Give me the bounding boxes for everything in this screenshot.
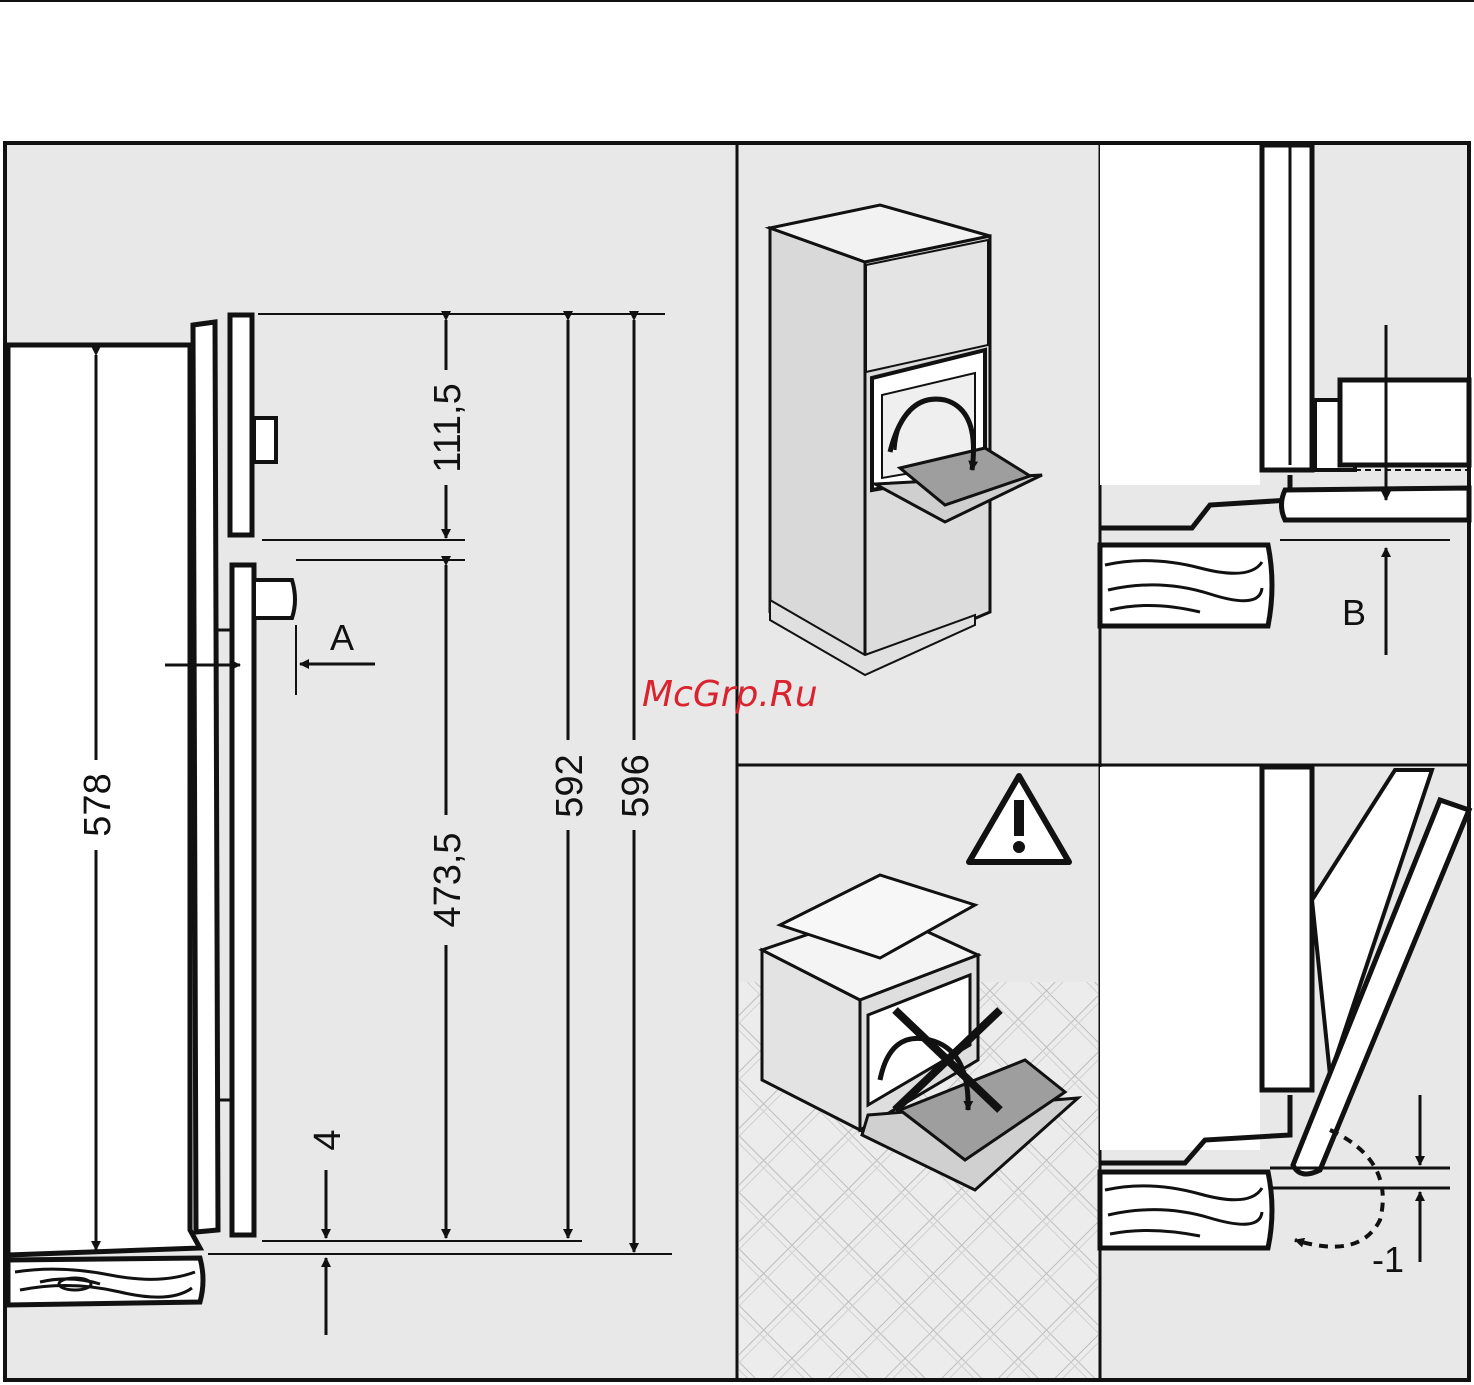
- door-handle: [254, 580, 295, 618]
- dim-596: 596: [615, 754, 657, 817]
- label-b: B: [1342, 592, 1366, 633]
- control-panel: [230, 315, 252, 535]
- dim-578: 578: [77, 773, 119, 836]
- dim-minus-1: -1: [1372, 1239, 1404, 1280]
- wood-base: [8, 1258, 203, 1305]
- dim-592: 592: [549, 754, 591, 817]
- watermark-text: McGrp.Ru: [642, 674, 818, 715]
- label-a: A: [330, 617, 354, 658]
- cabinet-front-frame: [193, 322, 218, 1232]
- control-knob: [254, 418, 276, 462]
- dim-473-5: 473,5: [427, 832, 469, 927]
- dim-4: 4: [307, 1129, 349, 1150]
- dim-111-5: 111,5: [427, 383, 469, 472]
